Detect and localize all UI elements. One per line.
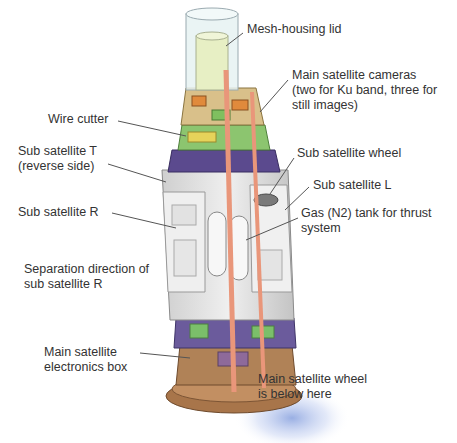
leader-line: [112, 213, 176, 228]
panel: [258, 250, 282, 280]
leader-line: [246, 218, 298, 240]
callout-label: Sub satellite L: [313, 178, 392, 193]
leader-line: [118, 121, 186, 136]
callout-label: Main satellite cameras (two for Ku band,…: [292, 68, 442, 113]
frame-rail: [252, 92, 264, 388]
camera: [192, 96, 206, 106]
panel: [174, 240, 196, 276]
leader-line: [260, 80, 288, 112]
wire-cutter: [188, 132, 216, 142]
leader-line: [226, 33, 243, 46]
lid-inner-top: [196, 32, 228, 40]
callout-label: Gas (N2) tank for thrust system: [301, 206, 441, 236]
callout-label: Mesh-housing lid: [247, 22, 342, 37]
board: [190, 324, 208, 338]
leader-line: [270, 158, 294, 194]
gas-tank: [208, 212, 226, 276]
upper-band: [168, 150, 280, 172]
callout-label: Sub satellite T (reverse side): [18, 144, 108, 174]
camera: [232, 100, 248, 110]
panel: [172, 205, 196, 225]
callout-label: Main satellite wheel is below here: [258, 372, 376, 402]
lid-inner: [196, 36, 228, 90]
leader-line: [140, 353, 190, 358]
lid-top: [186, 8, 238, 20]
mesh-housing-lid: [186, 14, 238, 90]
frame-rail: [226, 70, 234, 392]
callout-label: Sub satellite R: [18, 205, 99, 220]
callout-label: Wire cutter: [48, 112, 108, 127]
callout-label: Main satellite electronics box: [44, 345, 144, 375]
leader-line: [108, 164, 166, 182]
callout-label: Sub satellite wheel: [297, 146, 401, 161]
callout-label: Separation direction of sub satellite R: [24, 262, 154, 292]
sub-satellite-r: [163, 192, 205, 292]
